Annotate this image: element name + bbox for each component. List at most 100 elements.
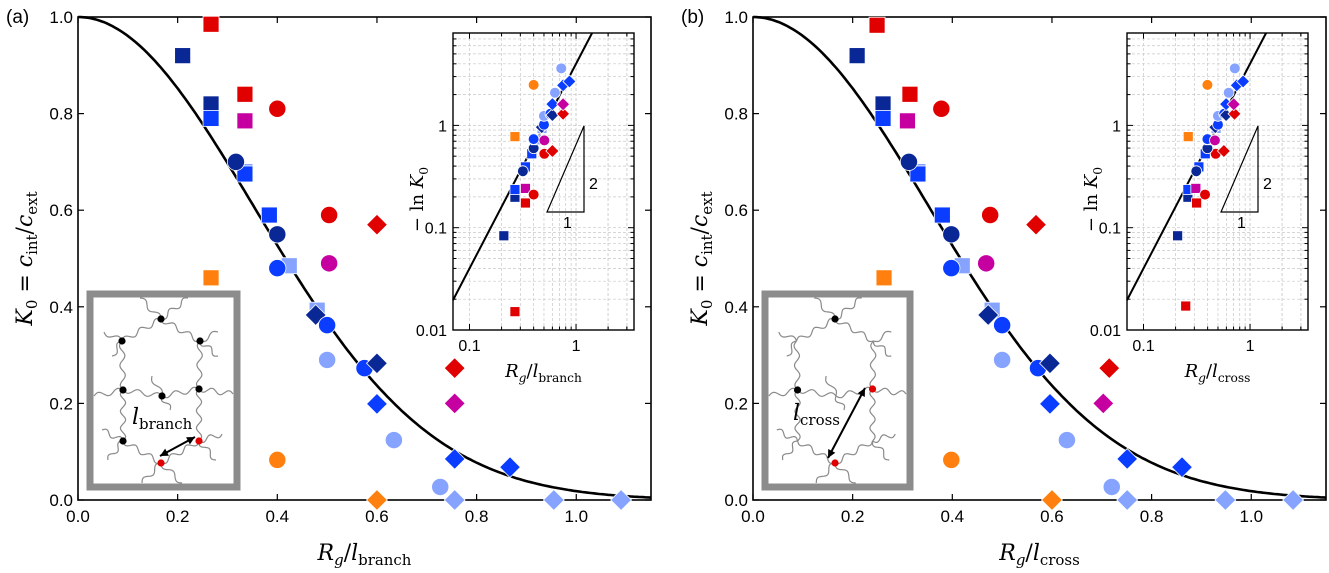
- inset-x-tick-label: 1: [1246, 338, 1255, 355]
- inset-y-tick-label: 1: [1112, 118, 1121, 135]
- label-part: ext: [23, 191, 41, 214]
- polymer-chain: [869, 388, 876, 442]
- label-part: R: [998, 541, 1016, 566]
- inset-data-point-diamond: [562, 74, 577, 89]
- inset-x-tick-label: 1: [572, 338, 581, 355]
- data-point-diamond: [1092, 392, 1115, 415]
- label-part: cross: [1040, 551, 1080, 569]
- label-part: K: [407, 173, 428, 189]
- polymer-chain: [160, 462, 183, 484]
- data-point-diamond: [1116, 489, 1139, 511]
- inset-y-axis-label: − ln K0: [407, 167, 431, 232]
- data-point-circle: [942, 450, 961, 469]
- polymer-chain: [93, 387, 124, 397]
- data-point-diamond: [1282, 489, 1305, 511]
- polymer-chain: [139, 297, 162, 320]
- x-tick-label: 0.4: [940, 507, 964, 526]
- data-point-diamond: [977, 304, 1000, 326]
- polymer-chain: [834, 462, 856, 484]
- label-part: branch: [139, 415, 193, 433]
- polymer-chain: [111, 340, 123, 357]
- label-part: branch: [538, 371, 582, 385]
- inset-x-tick-label: 0.1: [458, 338, 480, 355]
- inset-data-point-diamond: [1236, 74, 1251, 89]
- polymer-chain: [793, 340, 801, 391]
- label-part: ext: [698, 191, 716, 214]
- polymer-chain: [195, 388, 203, 442]
- polymer-chain: [778, 331, 798, 342]
- plot-frame: [77, 16, 652, 501]
- panel-label: (b): [681, 7, 704, 28]
- y-tick-label: 1.0: [49, 8, 73, 27]
- data-point-square: [260, 206, 278, 224]
- x-tick-label: 1.0: [1239, 507, 1263, 526]
- data-point-circle: [1102, 477, 1121, 496]
- panel-label: (a): [6, 7, 29, 28]
- label-part: c: [13, 215, 38, 227]
- x-axis-label: Rg/lbranch: [317, 541, 412, 569]
- inset-data-point-circle: [549, 86, 561, 99]
- data-point-circle: [993, 350, 1012, 369]
- data-point-diamond: [365, 352, 388, 375]
- inset-data-points: [498, 62, 577, 318]
- label-part: int: [23, 234, 41, 254]
- data-point-circle: [899, 152, 918, 171]
- crosslink-node: [831, 315, 839, 323]
- inset-data-point-square: [1180, 300, 1192, 312]
- inset-data-point-square: [520, 197, 531, 209]
- y-tick-label: 0.0: [49, 491, 73, 510]
- inset-data-point-circle: [527, 133, 540, 145]
- data-point-diamond: [1116, 447, 1139, 470]
- data-point-square: [899, 112, 916, 130]
- inset-data-point-circle: [1201, 79, 1214, 91]
- polymer-chain: [198, 433, 223, 443]
- label-part: /: [1206, 361, 1213, 382]
- inset-data-point-circle: [517, 165, 529, 177]
- label-part: l: [1033, 541, 1040, 566]
- inset-data-point-circle: [1190, 165, 1203, 177]
- slope-triangle: [546, 125, 585, 213]
- inset-y-axis-label: − ln K0: [1081, 167, 1105, 232]
- arrowhead-icon: [857, 388, 865, 397]
- polymer-chain: [107, 440, 124, 461]
- data-point-square: [874, 110, 892, 127]
- x-tick-label: 0.0: [66, 507, 90, 526]
- data-point-circle: [1057, 431, 1076, 450]
- data-point-circle: [268, 259, 287, 278]
- data-point-diamond: [1038, 392, 1061, 415]
- data-point-circle: [268, 99, 287, 118]
- plot-frame: [752, 16, 1327, 501]
- crosslink-node: [196, 337, 204, 345]
- inset-data-point-square: [498, 230, 510, 242]
- polymer-chain: [119, 389, 127, 442]
- inset-data-point-diamond: [1226, 97, 1241, 112]
- y-axis-label: K0 = cint/cext: [688, 191, 716, 326]
- data-point-square: [933, 206, 951, 224]
- polymer-chain: [825, 375, 837, 397]
- arrowhead-icon: [160, 448, 169, 456]
- data-point-square: [874, 95, 892, 113]
- network-schematic: lbranch: [86, 290, 241, 491]
- marked-crosslink-node: [831, 459, 839, 467]
- polymer-chain: [160, 297, 189, 320]
- inset-data-points: [1172, 62, 1251, 312]
- polymer-chain: [122, 389, 163, 397]
- polymer-chain: [141, 462, 162, 483]
- data-point-circle: [942, 225, 961, 244]
- crosslink-node: [195, 385, 203, 393]
- x-tick-label: 1.0: [564, 507, 588, 526]
- data-point-diamond: [499, 456, 521, 479]
- x-tick-label: 0.6: [365, 507, 389, 526]
- crosslink-node: [158, 392, 166, 400]
- data-point-circle: [993, 316, 1012, 335]
- data-point-circle: [226, 152, 245, 171]
- data-point-circle: [431, 477, 450, 496]
- inset-background: [453, 33, 634, 330]
- x-tick-label: 0.4: [265, 507, 289, 526]
- polymer-chain: [161, 386, 200, 399]
- label-part: R: [504, 361, 519, 382]
- polymer-chain: [198, 441, 217, 461]
- label-part: c: [688, 215, 713, 227]
- data-point-diamond: [443, 392, 466, 415]
